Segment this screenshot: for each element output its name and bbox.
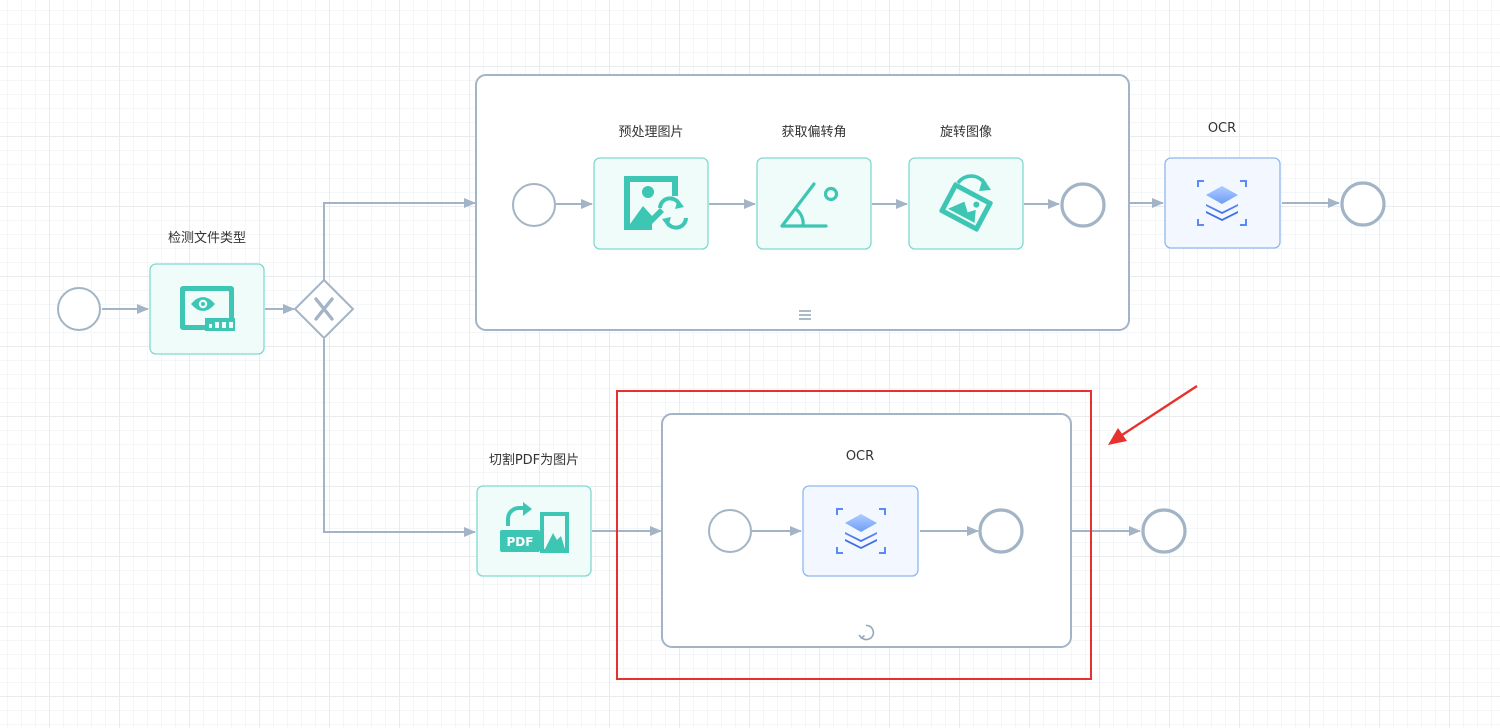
layers-scan-icon: [1197, 180, 1247, 226]
angle-icon: [780, 182, 839, 228]
image-refresh-icon: [624, 176, 688, 230]
inner-end-event[interactable]: [1060, 182, 1106, 228]
rotate-image-icon: [939, 174, 993, 232]
layers-scan-icon: [836, 508, 886, 554]
sequence-flows: [102, 198, 1340, 537]
task-split-pdf[interactable]: PDF: [476, 485, 592, 577]
exclusive-gateway[interactable]: [293, 278, 355, 340]
task-rotate-image[interactable]: [908, 157, 1024, 250]
label-split-pdf: 切割PDF为图片: [488, 453, 580, 468]
pdf-to-image-icon: PDF: [500, 502, 569, 553]
end-event-bottom[interactable]: [1141, 508, 1187, 554]
task-ocr-top[interactable]: [1164, 157, 1281, 249]
label-ocr-top: OCR: [1207, 121, 1237, 136]
loop-end-event[interactable]: [978, 508, 1024, 554]
flow-gateway-to-bottom[interactable]: [323, 339, 476, 537]
label-detect-file-type: 检测文件类型: [167, 231, 247, 246]
end-event-top[interactable]: [1340, 181, 1386, 227]
task-preprocess-image[interactable]: [593, 157, 709, 250]
task-detect-file-type[interactable]: [149, 263, 265, 355]
start-event[interactable]: [57, 287, 101, 331]
highlight-box: [616, 390, 1092, 680]
task-ocr-loop[interactable]: [802, 485, 919, 577]
label-preprocess-image: 预处理图片: [618, 125, 684, 140]
label-rotate-image: 旋转图像: [939, 125, 993, 140]
label-ocr-loop: OCR: [845, 449, 875, 464]
loop-icon: [858, 624, 875, 641]
eye-monitor-icon: [180, 286, 235, 331]
inner-start-event[interactable]: [512, 183, 556, 227]
task-get-skew-angle[interactable]: [756, 157, 872, 250]
label-get-skew-angle: 获取偏转角: [781, 125, 847, 140]
pdf-label: PDF: [507, 535, 534, 549]
exclusive-gateway-x-icon: [314, 297, 334, 321]
annotation-arrow: [1108, 384, 1198, 445]
parallel-lines-icon: [799, 310, 811, 320]
loop-start-event[interactable]: [708, 509, 752, 553]
flow-gateway-to-top[interactable]: [323, 198, 476, 280]
